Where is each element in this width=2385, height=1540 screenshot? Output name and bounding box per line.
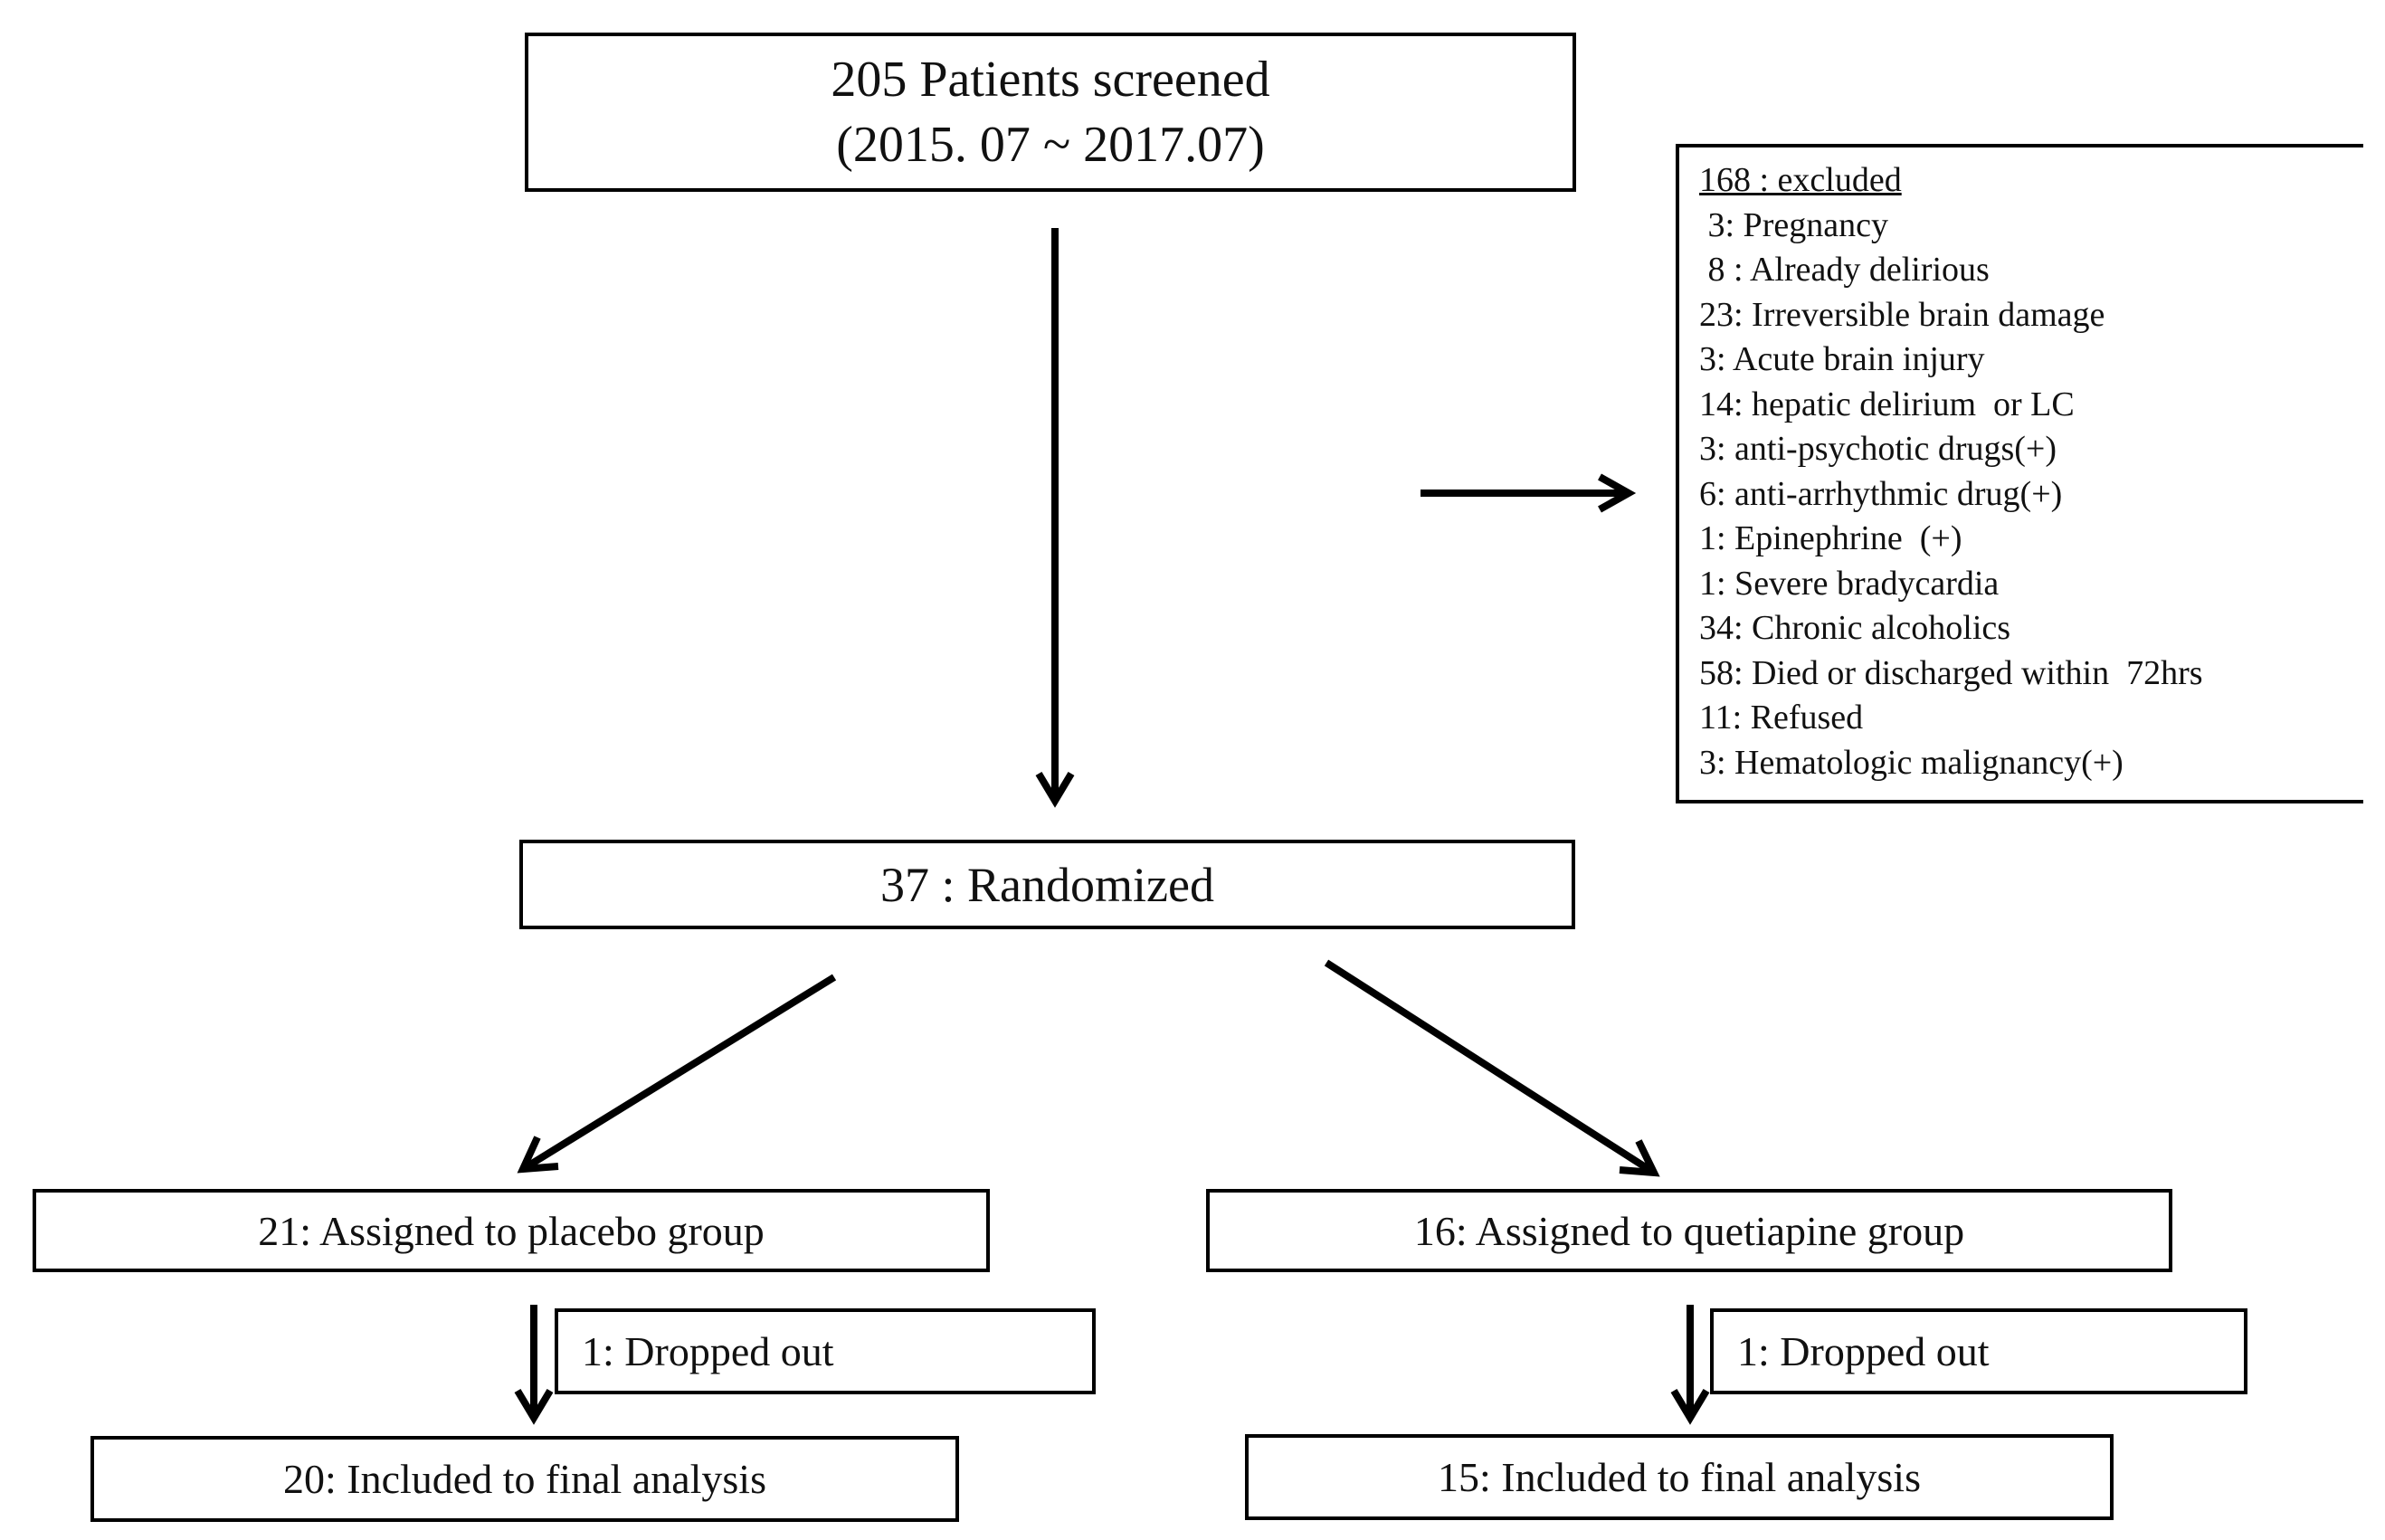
excluded-item: 58: Died or discharged within 72hrs (1699, 653, 2203, 692)
placebo-assigned-label: 21: Assigned to placebo group (258, 1207, 765, 1254)
excluded-item: 3: anti-psychotic drugs(+) (1699, 430, 2057, 468)
excluded-item: 1: Severe bradycardia (1699, 564, 2000, 603)
excluded-item: 6: anti-arrhythmic drug(+) (1699, 474, 2063, 513)
placebo-dropped-label: 1: Dropped out (582, 1328, 834, 1374)
arrow-quetiapine-to-final (1670, 1305, 1710, 1425)
arrow-to-quetiapine (1324, 959, 1660, 1177)
arrow-to-placebo (517, 974, 837, 1174)
excluded-header: 168 : excluded (1699, 161, 1902, 199)
quetiapine-dropped-box: 1: Dropped out (1710, 1308, 2247, 1394)
quetiapine-dropped-label: 1: Dropped out (1737, 1328, 1990, 1374)
placebo-assigned-box: 21: Assigned to placebo group (33, 1189, 990, 1272)
screened-box: 205 Patients screened (2015. 07 ~ 2017.0… (525, 33, 1576, 192)
arrow-placebo-to-final (514, 1305, 554, 1425)
randomized-box: 37 : Randomized (519, 840, 1575, 929)
excluded-item: 14: hepatic delirium or LC (1699, 385, 2075, 423)
excluded-item: 1: Epinephrine (+) (1699, 519, 1962, 557)
excluded-item: 3: Pregnancy (1699, 205, 1888, 244)
quetiapine-assigned-label: 16: Assigned to quetiapine group (1413, 1207, 1965, 1254)
quetiapine-final-box: 15: Included to final analysis (1245, 1434, 2114, 1520)
quetiapine-final-label: 15: Included to final analysis (1438, 1454, 1921, 1500)
screened-period: (2015. 07 ~ 2017.07) (836, 117, 1265, 173)
excluded-item: 8 : Already delirious (1699, 251, 1990, 289)
excluded-item: 23: Irreversible brain damage (1699, 295, 2105, 334)
randomized-label: 37 : Randomized (880, 857, 1214, 912)
excluded-item: 11: Refused (1699, 699, 1864, 737)
excluded-item: 3: Hematologic malignancy(+) (1699, 743, 2124, 782)
screened-count: 205 Patients screened (831, 52, 1270, 108)
placebo-final-label: 20: Included to final analysis (283, 1456, 766, 1502)
placebo-final-box: 20: Included to final analysis (90, 1436, 959, 1522)
quetiapine-assigned-box: 16: Assigned to quetiapine group (1206, 1189, 2172, 1272)
placebo-dropped-box: 1: Dropped out (555, 1308, 1096, 1394)
excluded-item: 34: Chronic alcoholics (1699, 609, 2011, 647)
arrow-to-excluded (1421, 473, 1637, 513)
arrow-screened-to-randomized (1035, 228, 1075, 808)
excluded-box: 168 : excluded 3: Pregnancy 8 : Already … (1676, 144, 2363, 803)
excluded-item: 3: Acute brain injury (1699, 340, 1985, 378)
